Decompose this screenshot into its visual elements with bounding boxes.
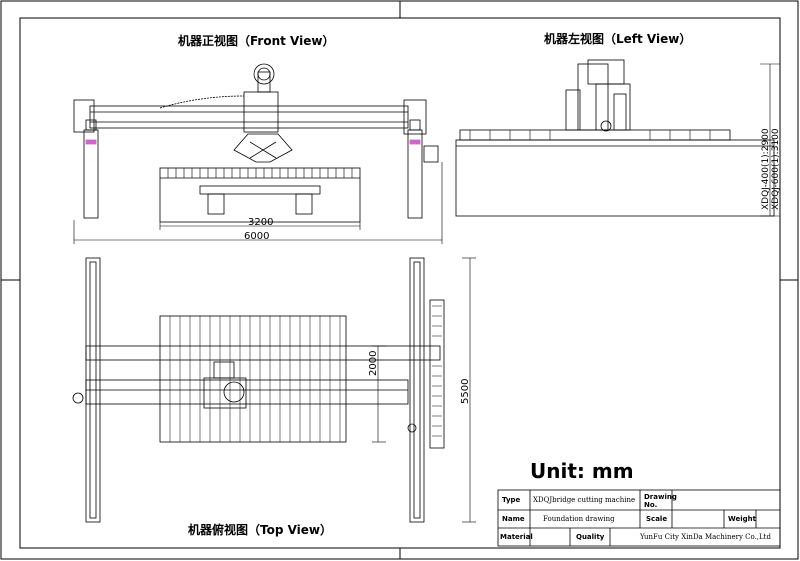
title-block-drawing-no-label-2: No. bbox=[644, 501, 658, 509]
top-view-title: 机器俯视图（Top View） bbox=[188, 523, 333, 537]
front-table-slats bbox=[167, 168, 353, 178]
dim-left-height-400: XDQJ-400(1):2900 bbox=[761, 128, 771, 210]
title-block-type-label: Type bbox=[502, 496, 521, 504]
front-dimension-lines bbox=[73, 162, 443, 244]
unit-label: Unit: mm bbox=[530, 459, 634, 483]
title-block-type-value: XDQJbridge cutting machine bbox=[533, 496, 636, 504]
dim-front-overall-width: 6000 bbox=[244, 231, 269, 242]
top-dimension-lines bbox=[372, 257, 476, 523]
title-block-drawing-no-label: Drawing bbox=[644, 493, 677, 501]
left-view-vertical-ticks bbox=[469, 63, 780, 217]
title-block-quality-label: Quality bbox=[576, 533, 605, 541]
top-view bbox=[72, 257, 445, 523]
title-block-grid bbox=[497, 489, 781, 547]
title-block-name-label: Name bbox=[502, 515, 525, 523]
title-block-material-label: Material bbox=[500, 533, 533, 541]
left-view-title: 机器左视图（Left View） bbox=[544, 32, 692, 46]
title-block-name-value: Foundation drawing bbox=[543, 515, 615, 523]
title-block-company: YunFu City XinDa Machinery Co.,Ltd bbox=[640, 533, 771, 541]
dim-top-span: 2000 bbox=[368, 351, 379, 376]
top-table-slats bbox=[169, 305, 442, 442]
front-view-title: 机器正视图（Front View） bbox=[178, 34, 335, 48]
dim-left-height-600: XDQJ-600(1):3100 bbox=[771, 128, 781, 210]
title-block-scale-label: Scale bbox=[646, 515, 668, 523]
dim-front-inner-width: 3200 bbox=[248, 217, 273, 228]
dim-top-length: 5500 bbox=[460, 379, 471, 404]
title-block-weight-label: Weight bbox=[728, 515, 756, 523]
front-view bbox=[73, 63, 439, 223]
left-view bbox=[455, 59, 775, 217]
